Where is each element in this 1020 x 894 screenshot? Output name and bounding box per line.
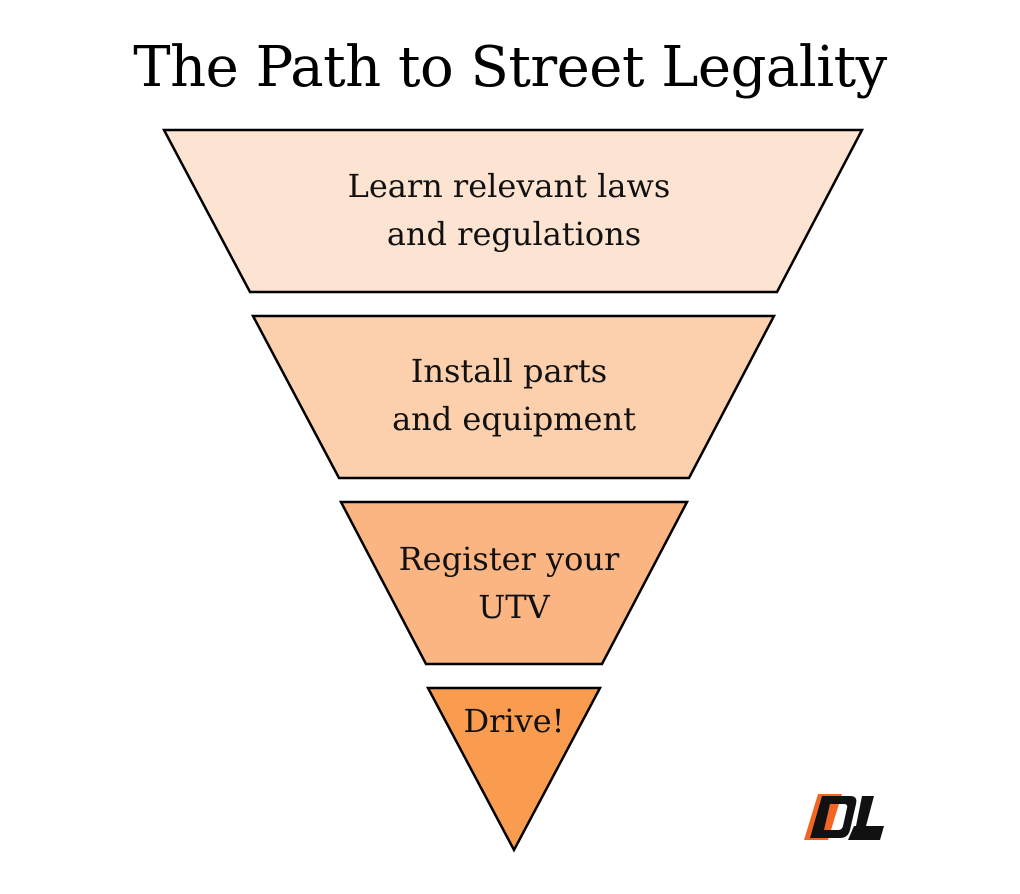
stage-1-label-line-1: Learn relevant laws <box>348 167 671 205</box>
stage-3-shape <box>338 500 690 666</box>
logo-l-shape <box>848 796 884 840</box>
funnel-stage-2: Install parts and equipment <box>250 314 777 480</box>
logo-d-shape <box>810 796 857 838</box>
funnel-stage-3: Register your UTV <box>338 500 690 666</box>
page-title: The Path to Street Legality <box>133 35 887 100</box>
svg-text:Install parts and equipm: Install parts and equipment <box>392 352 636 438</box>
stage-3-label-line-1: Register your <box>399 540 620 578</box>
stage-3-label-line-2: UTV <box>478 588 550 626</box>
stage-4-label-line-1: Drive! <box>463 702 564 740</box>
dl-logo-icon <box>804 794 884 840</box>
svg-text:Drive!: Drive! <box>463 702 564 740</box>
stage-1-shape <box>161 128 865 294</box>
stage-2-label-line-2: and equipment <box>392 400 636 438</box>
funnel-stage-1: Learn relevant laws and regulations <box>161 128 865 294</box>
svg-text:Learn relevant laws and: Learn relevant laws and regulations <box>348 167 681 253</box>
funnel-stage-4: Drive! <box>425 686 603 853</box>
stage-2-shape <box>250 314 777 480</box>
stage-2-label-line-1: Install parts <box>411 352 607 390</box>
svg-text:Register your UTV: Register your UTV <box>399 540 630 626</box>
stage-4-shape <box>425 686 603 853</box>
stage-1-label-line-2: and regulations <box>387 215 641 253</box>
